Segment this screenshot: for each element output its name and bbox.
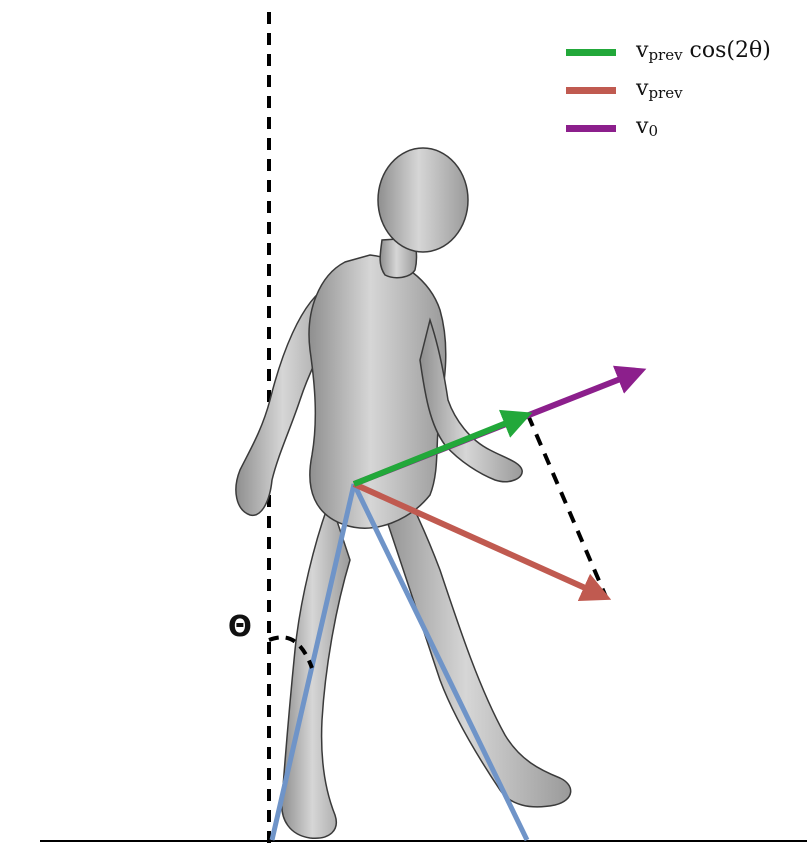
front-leg-line [354,484,527,840]
legend-item-vprev: vprev [566,74,802,112]
legend-label: v0 [636,112,658,143]
legend: vprev cos(2θ) vprev v0 [566,36,802,150]
legend-swatch-red [566,87,616,94]
human-figure [236,148,571,838]
legend-label: vprev [636,74,683,105]
theta-label: Θ [228,610,252,643]
legend-swatch-purple [566,125,616,132]
legend-item-vprev-cos: vprev cos(2θ) [566,36,802,74]
legend-swatch-green [566,49,616,56]
legend-label: vprev cos(2θ) [636,36,771,67]
legend-item-v0: v0 [566,112,802,150]
